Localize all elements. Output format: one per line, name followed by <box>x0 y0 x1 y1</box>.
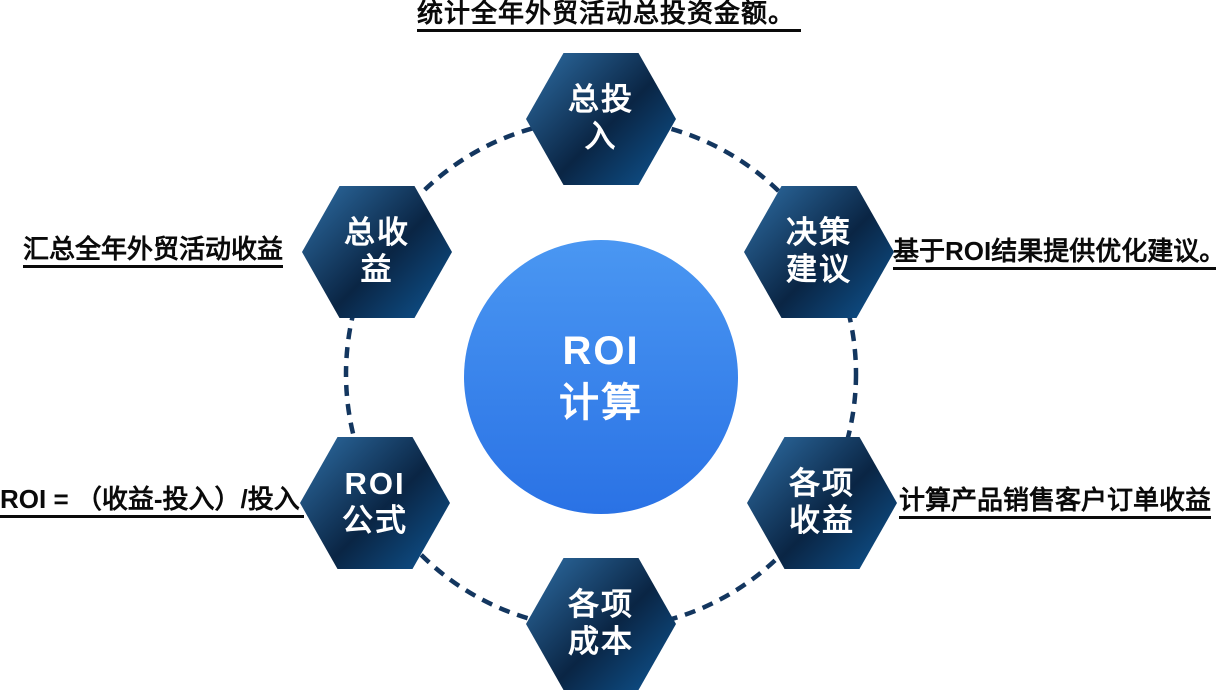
node-item-revenue: 各项 收益 <box>747 437 897 569</box>
node-total-investment-label: 总投 入 <box>568 82 634 154</box>
caption-total-revenue: 汇总全年外贸活动收益 <box>23 235 284 269</box>
caption-roi-formula: ROI = （收益-投入）/投入 <box>0 485 304 519</box>
caption-total-investment: 统计全年外贸活动总投资金额。 <box>417 0 802 33</box>
node-total-revenue-label: 总收 益 <box>344 215 410 287</box>
caption-item-revenue: 计算产品销售客户订单收益 <box>899 486 1212 520</box>
node-item-cost: 各项 成本 <box>526 558 676 690</box>
node-total-revenue: 总收 益 <box>302 186 452 318</box>
node-decision-advice: 决策 建议 <box>744 186 894 318</box>
node-decision-advice-label: 决策 建议 <box>786 215 852 287</box>
node-item-cost-label: 各项 成本 <box>568 587 634 659</box>
node-item-revenue-label: 各项 收益 <box>789 466 855 538</box>
center-roi-circle-label: ROI 计算 <box>559 329 643 425</box>
node-roi-formula: ROI 公式 <box>300 437 450 569</box>
caption-decision-advice: 基于ROI结果提供优化建议。 <box>893 237 1216 271</box>
node-roi-formula-label: ROI 公式 <box>342 466 408 538</box>
node-total-investment: 总投 入 <box>526 53 676 185</box>
center-roi-circle: ROI 计算 <box>464 240 738 514</box>
